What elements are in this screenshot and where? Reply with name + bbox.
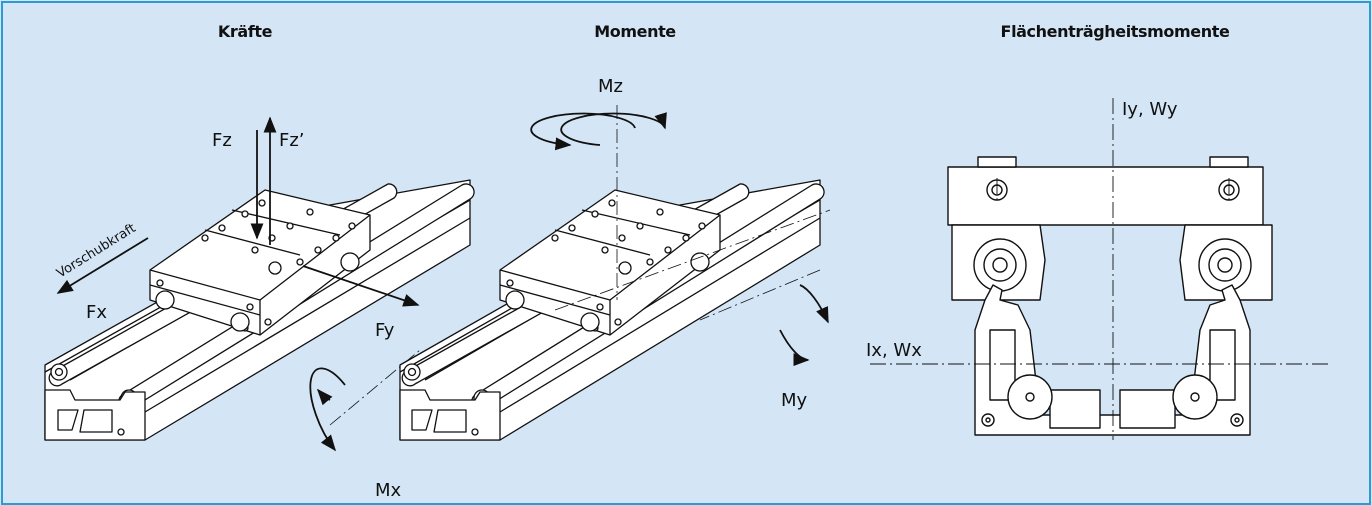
linear-guide-moments-drawing xyxy=(399,179,825,441)
moments-annotations xyxy=(530,105,831,367)
label-ix-wx: Ix, Wx xyxy=(866,340,922,361)
label-mz: Mz xyxy=(598,76,623,97)
label-iy-wy: Iy, Wy xyxy=(1122,99,1178,120)
label-fz-prime: Fz’ xyxy=(279,130,305,151)
heading-forces: Kräfte xyxy=(217,22,273,41)
label-fx: Fx xyxy=(86,302,107,323)
linear-guide-forces-drawing xyxy=(44,179,475,441)
label-mx: Mx xyxy=(375,480,402,501)
heading-moments: Momente xyxy=(594,22,676,41)
label-fy: Fy xyxy=(375,320,395,341)
label-fz: Fz xyxy=(212,130,232,151)
guide-cross-section-drawing xyxy=(947,156,1273,436)
label-my: My xyxy=(781,390,808,411)
cross-section-axes xyxy=(870,98,1330,440)
forces-annotations xyxy=(56,116,421,452)
heading-area-moments: Flächenträgheitsmomente xyxy=(1000,22,1230,41)
